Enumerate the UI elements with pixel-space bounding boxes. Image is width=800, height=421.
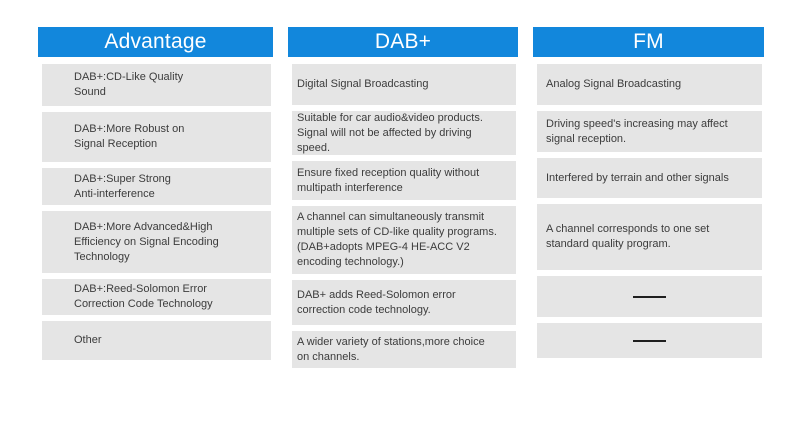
table-cell: Digital Signal Broadcasting — [292, 64, 516, 105]
table-cell: DAB+:CD-Like Quality Sound — [42, 64, 271, 106]
table-cell: Other — [42, 321, 271, 360]
table-cell: A wider variety of stations,more choice … — [292, 331, 516, 368]
table-cell: A channel corresponds to one set standar… — [537, 204, 762, 270]
table-cell: DAB+:More Robust on Signal Reception — [42, 112, 271, 162]
column-header: FM — [533, 27, 764, 57]
table-cell: Driving speed's increasing may affect si… — [537, 111, 762, 152]
table-cell: Ensure fixed reception quality without m… — [292, 161, 516, 200]
column-header: Advantage — [38, 27, 273, 57]
table-cell-empty — [537, 276, 762, 317]
dash-line — [633, 295, 666, 298]
table-cell: DAB+ adds Reed-Solomon error correction … — [292, 280, 516, 325]
table-cell: DAB+:Reed-Solomon Error Correction Code … — [42, 279, 271, 315]
table-cell: Suitable for car audio&video products. S… — [292, 111, 516, 155]
table-cell: Analog Signal Broadcasting — [537, 64, 762, 105]
table-cell: DAB+:More Advanced&High Efficiency on Si… — [42, 211, 271, 273]
column-header: DAB+ — [288, 27, 518, 57]
table-cell: Interfered by terrain and other signals — [537, 158, 762, 198]
table-cell: A channel can simultaneously transmit mu… — [292, 206, 516, 274]
table-cell: DAB+:Super Strong Anti-interference — [42, 168, 271, 205]
table-cell-empty — [537, 323, 762, 358]
dash-line — [633, 339, 666, 342]
